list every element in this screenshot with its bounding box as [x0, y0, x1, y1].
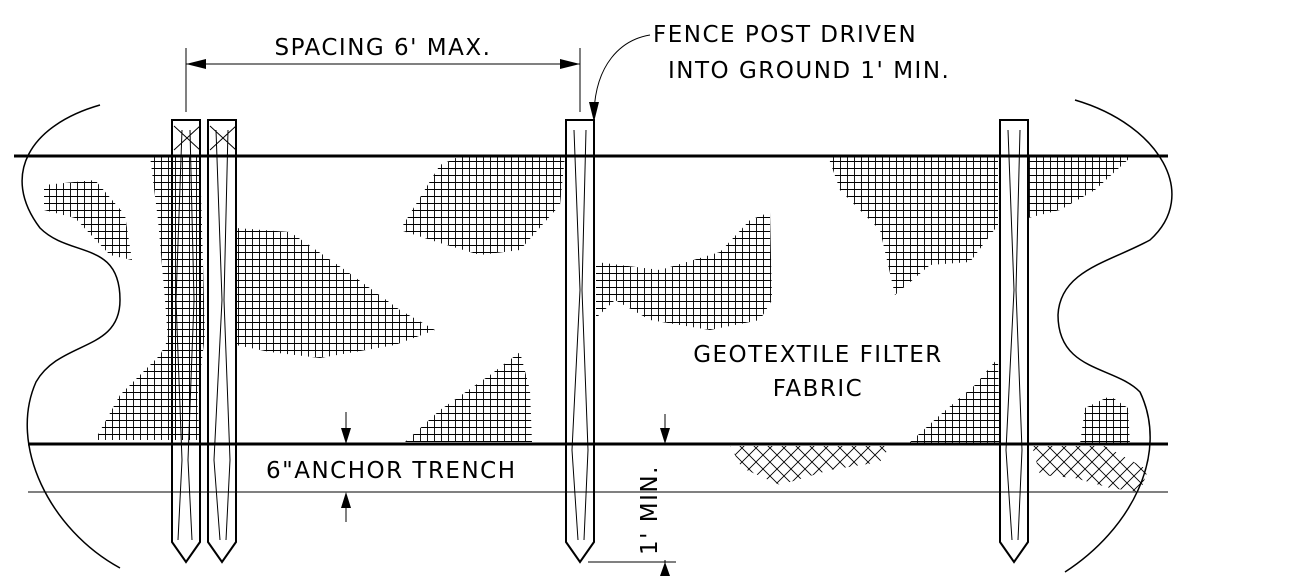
- mesh-patch: [44, 180, 132, 260]
- right-break-line: [1057, 99, 1173, 573]
- fabric-label-line2: FABRIC: [773, 376, 863, 402]
- fence-post: [171, 119, 201, 564]
- fence-post-label-line1: FENCE POST DRIVEN: [653, 22, 917, 48]
- backfill-hatching: [730, 446, 1148, 492]
- left-break-line: [21, 104, 121, 569]
- mesh-patch: [1028, 156, 1132, 218]
- depth-dimension: 1' MIN.: [588, 414, 676, 576]
- fabric-mesh-patches: [44, 156, 1132, 444]
- anchor-trench-dimension: 6"ANCHOR TRENCH: [266, 412, 517, 522]
- spacing-label: SPACING 6' MAX.: [275, 35, 492, 61]
- mesh-patch: [1080, 396, 1130, 444]
- hatch-patch: [730, 446, 890, 485]
- fabric-label-line1: GEOTEXTILE FILTER: [693, 342, 943, 368]
- mesh-patch: [828, 156, 998, 295]
- fence-post: [207, 119, 237, 564]
- fence-post: [999, 119, 1029, 564]
- mesh-patch: [596, 212, 772, 330]
- anchor-trench-label: 6"ANCHOR TRENCH: [266, 458, 517, 484]
- fence-post-leader: FENCE POST DRIVEN INTO GROUND 1' MIN.: [589, 22, 950, 122]
- fence-post-label-line2: INTO GROUND 1' MIN.: [668, 58, 950, 84]
- mesh-patch: [405, 352, 532, 442]
- mesh-patch: [95, 320, 200, 440]
- mesh-patch: [908, 358, 1000, 444]
- fence-post: [565, 119, 595, 564]
- mesh-patch: [400, 156, 565, 255]
- spacing-dimension: SPACING 6' MAX.: [185, 35, 581, 112]
- hatch-patch: [1032, 446, 1148, 492]
- depth-label: 1' MIN.: [637, 465, 663, 555]
- mesh-patch: [236, 228, 435, 358]
